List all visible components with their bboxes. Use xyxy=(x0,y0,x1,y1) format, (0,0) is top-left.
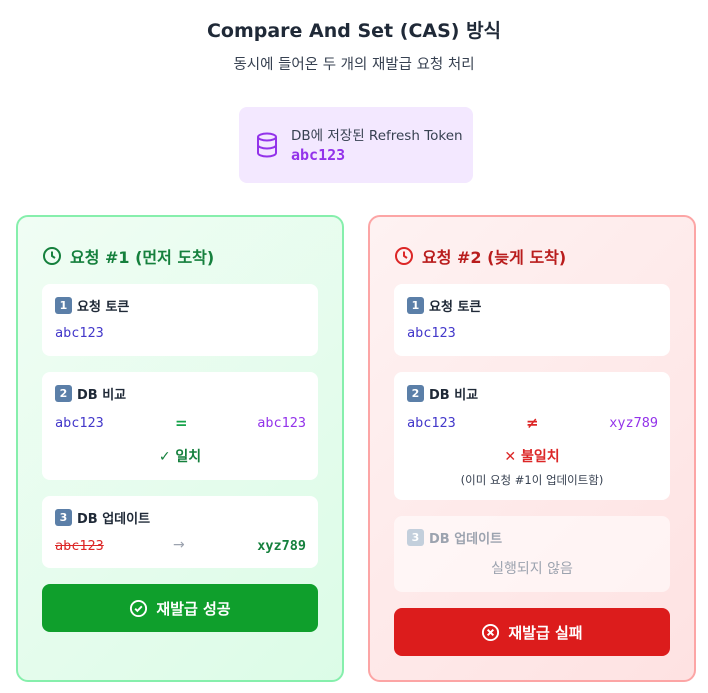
database-icon xyxy=(257,132,277,158)
request-1-header: 요청 #1 (먼저 도착) xyxy=(42,244,214,268)
equals-operator: = xyxy=(175,414,188,432)
request-token: abc123 xyxy=(407,325,456,341)
request-1-step-compare: 2 DB 비교 abc123 = abc123 ✓ 일치 xyxy=(42,372,318,480)
compare-right-token: xyz789 xyxy=(609,415,658,431)
reissue-success-label: 재발급 성공 xyxy=(156,599,231,618)
request-2-panel: 요청 #2 (늦게 도착) 1 요청 토큰 abc123 2 DB 비교 abc… xyxy=(368,215,696,682)
page-title: Compare And Set (CAS) 방식 xyxy=(206,20,502,42)
compare-left-token: abc123 xyxy=(407,415,456,431)
step-label: DB 업데이트 xyxy=(77,512,151,527)
old-token: abc123 xyxy=(55,538,104,554)
request-token: abc123 xyxy=(55,325,104,341)
reissue-failure-label: 재발급 실패 xyxy=(508,623,583,642)
clock-icon xyxy=(395,247,413,265)
reissue-failure-button[interactable]: 재발급 실패 xyxy=(394,608,670,656)
request-1-step-token: 1 요청 토큰 abc123 xyxy=(42,284,318,356)
request-2-step-compare: 2 DB 비교 abc123 ≠ xyz789 ✕ 불일치 (이미 요청 #1이… xyxy=(394,372,670,500)
db-token-box: DB에 저장된 Refresh Token abc123 xyxy=(239,107,473,183)
compare-left-token: abc123 xyxy=(55,415,104,431)
request-1-panel: 요청 #1 (먼저 도착) 1 요청 토큰 abc123 2 DB 비교 abc… xyxy=(16,215,344,682)
step-number-badge: 2 xyxy=(407,385,424,402)
request-2-step-update: 3 DB 업데이트 실행되지 않음 xyxy=(394,516,670,592)
update-skipped-text: 실행되지 않음 xyxy=(491,561,573,577)
x-circle-icon xyxy=(482,623,500,641)
request-1-step-update: 3 DB 업데이트 abc123 → xyz789 xyxy=(42,496,318,568)
check-circle-icon xyxy=(130,599,148,617)
db-token-value: abc123 xyxy=(291,146,346,164)
request-1-title: 요청 #1 (먼저 도착) xyxy=(70,248,215,267)
step-label: 요청 토큰 xyxy=(77,300,130,315)
step-label: DB 업데이트 xyxy=(429,532,503,547)
mismatch-note: (이미 요청 #1이 업데이트함) xyxy=(460,473,604,487)
request-2-title: 요청 #2 (늦게 도착) xyxy=(422,248,567,267)
step-number-badge: 1 xyxy=(55,297,72,314)
step-label: DB 비교 xyxy=(429,388,479,403)
request-2-header: 요청 #2 (늦게 도착) xyxy=(394,244,566,268)
not-equal-operator: ≠ xyxy=(526,414,539,432)
step-number-badge: 3 xyxy=(55,509,72,526)
request-2-step-token: 1 요청 토큰 abc123 xyxy=(394,284,670,356)
clock-icon xyxy=(43,247,61,265)
step-number-badge: 1 xyxy=(407,297,424,314)
compare-right-token: abc123 xyxy=(257,415,306,431)
compare-result-match: ✓ 일치 xyxy=(158,449,202,465)
step-label: DB 비교 xyxy=(77,388,127,403)
compare-result-mismatch: ✕ 불일치 xyxy=(504,449,560,465)
step-label: 요청 토큰 xyxy=(429,300,482,315)
step-number-badge: 2 xyxy=(55,385,72,402)
db-token-label: DB에 저장된 Refresh Token xyxy=(291,128,463,144)
reissue-success-button[interactable]: 재발급 성공 xyxy=(42,584,318,632)
step-number-badge: 3 xyxy=(407,529,424,546)
new-token: xyz789 xyxy=(257,538,306,554)
page-subtitle: 동시에 들어온 두 개의 재발급 요청 처리 xyxy=(233,57,475,73)
arrow-right-icon: → xyxy=(173,537,185,553)
